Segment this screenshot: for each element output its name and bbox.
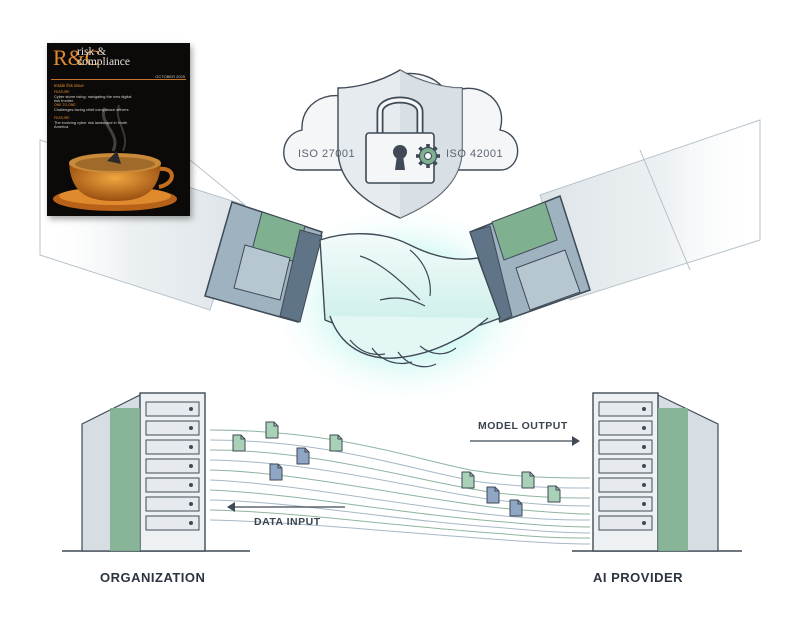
magazine-item: FEATURE Cyber storm rising: navigating t…: [54, 90, 132, 104]
document-icon: [521, 471, 535, 489]
magazine-cover: R&C risk & compliance OCTOBER 2025 Insid…: [47, 43, 190, 216]
ai-provider-label: AI PROVIDER: [593, 570, 684, 585]
magazine-logo: R&C: [53, 45, 100, 70]
magazine-item: ONE-TO-ONE Challenges facing chief compl…: [54, 103, 129, 112]
magazine-title-line1: risk &: [77, 46, 107, 58]
gear-icon: [416, 144, 440, 168]
document-icon: [486, 486, 500, 504]
magazine-date: OCTOBER 2025: [155, 74, 185, 79]
handshake-hands: [319, 232, 501, 368]
document-icon: [296, 447, 310, 465]
document-icon: [265, 421, 279, 439]
security-cloud: [283, 69, 519, 219]
organization-server-icon: [62, 392, 250, 552]
document-icon: [269, 463, 283, 481]
data-input-arrow: [227, 502, 345, 512]
document-icon: [329, 434, 343, 452]
document-icon: [547, 485, 561, 503]
magazine-title-line2: compliance: [77, 56, 131, 68]
organization-label: ORGANIZATION: [100, 570, 206, 585]
coffee-cup-illustration: [53, 104, 177, 211]
iso-42001-label: ISO 42001: [446, 148, 504, 160]
model-output-arrow: [470, 436, 580, 446]
document-icon: [232, 434, 246, 452]
iso-27001-label: ISO 27001: [298, 148, 356, 160]
data-input-label: DATA INPUT: [254, 516, 321, 528]
magazine-rule: [51, 79, 186, 80]
magazine-inside-heading: Inside this issue: [54, 83, 84, 88]
ai-provider-server-icon: [572, 392, 742, 552]
padlock-icon: [365, 96, 435, 184]
document-icon: [509, 499, 523, 517]
model-output-label: MODEL OUTPUT: [478, 420, 568, 432]
right-arm: [469, 119, 761, 323]
document-icon: [461, 471, 475, 489]
magazine-item: FEATURE The evolving cyber risk landscap…: [54, 116, 128, 130]
